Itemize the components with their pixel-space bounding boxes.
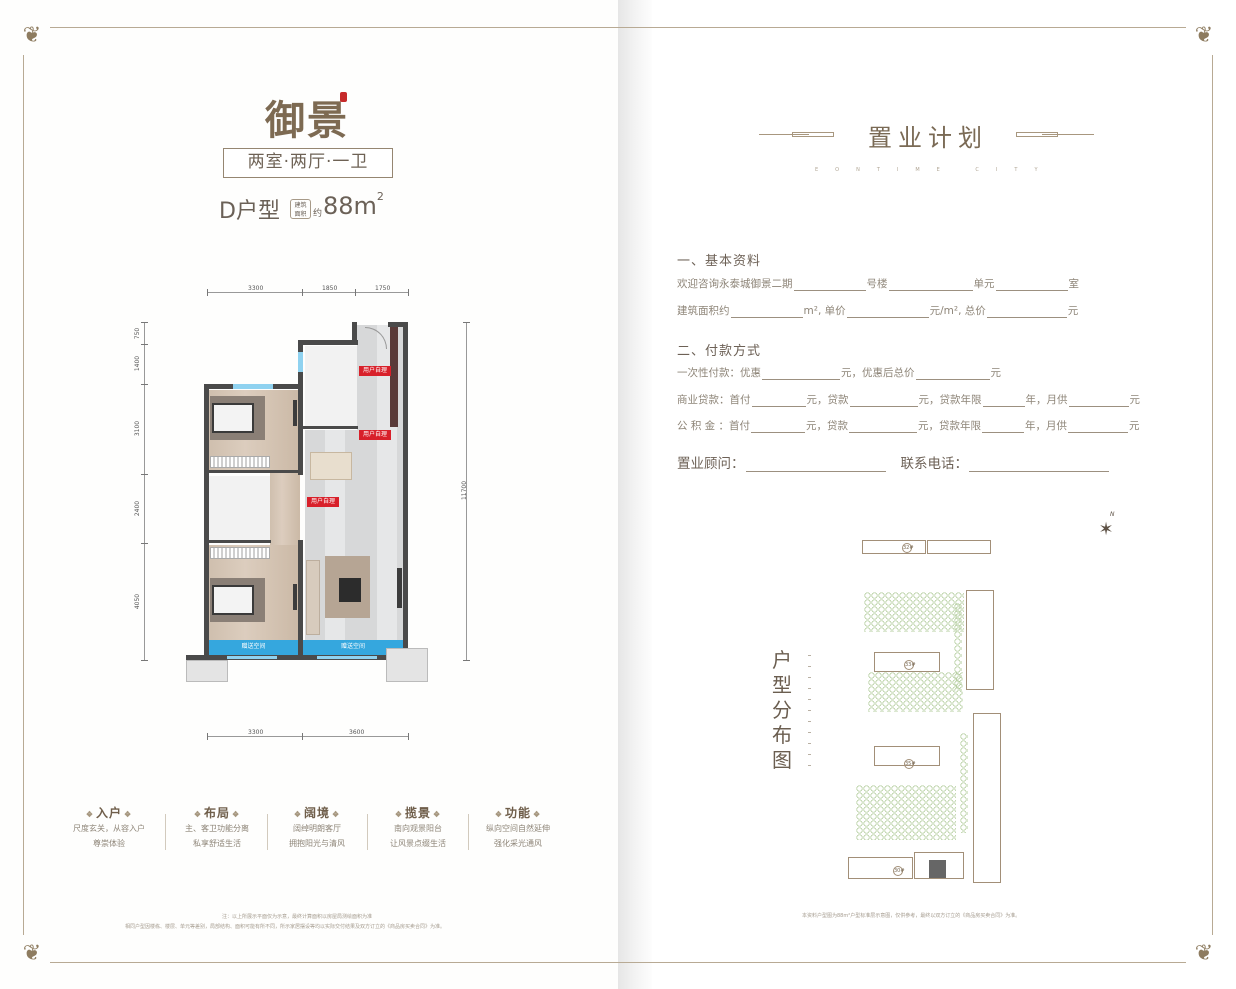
coffee-table-icon <box>339 578 361 602</box>
kitchen <box>305 346 357 426</box>
book-spine <box>618 0 652 989</box>
ornament-corner-icon: ❦ <box>1194 941 1214 966</box>
distribution-map-label: 户型分布图 <box>772 648 792 772</box>
building <box>927 540 991 554</box>
room-field[interactable] <box>995 280 1068 291</box>
left-page: ❦ ❦ 御景 两室·两厅·一卫 D户型 建筑 面积 约 88m2 3300 18… <box>22 23 618 966</box>
frame-top-right <box>618 27 1186 28</box>
seal-icon <box>340 92 347 102</box>
dim-top-2: 1850 <box>322 285 338 292</box>
dining-area <box>305 430 357 545</box>
plan-title: 置业计划 <box>868 124 988 152</box>
ornament-corner-icon: ❦ <box>22 941 42 966</box>
highlighted-unit <box>929 860 946 878</box>
building-number-field[interactable] <box>793 280 866 291</box>
frame-top-left <box>50 27 618 28</box>
footnote-line-2: 相同户型因楼栋、楼层、单元等差别，局部结构、面积可能有所不同，所示家居摆设等均以… <box>125 924 446 930</box>
commercial-term-field[interactable] <box>982 396 1025 407</box>
sofa-icon <box>306 560 320 635</box>
phone-field[interactable] <box>969 458 1109 472</box>
frame-bottom-left <box>50 962 618 963</box>
unit-price-field[interactable] <box>846 307 929 318</box>
commercial-loan-field[interactable] <box>849 396 918 407</box>
unit-field[interactable] <box>888 280 973 291</box>
tv-icon <box>397 568 402 608</box>
self-managed-tag: 用户自理 <box>307 497 340 507</box>
area-tag: 建筑 面积 <box>290 199 311 219</box>
feature-view: ❖揽景❖ 南向观景阳台 让风景点缀生活 <box>390 806 446 848</box>
feature-entry: ❖入户❖ 尺度玄关，从容入户 尊崇体验 <box>73 806 145 848</box>
ac-unit <box>186 660 228 682</box>
dim-top-1: 3300 <box>248 285 264 292</box>
form-row-lump-sum: 一次性付款：优惠 元，优惠后总价 元 <box>677 367 1001 380</box>
dim-top-3: 1750 <box>375 285 391 292</box>
brand-logo: 御景 <box>265 97 349 144</box>
fund-term-field[interactable] <box>982 422 1025 433</box>
self-managed-tag: 用户自理 <box>359 366 392 376</box>
bathroom <box>209 476 271 540</box>
building-highlighted <box>914 852 964 879</box>
building <box>966 590 994 690</box>
area-field[interactable] <box>730 307 803 318</box>
fund-loan-field[interactable] <box>849 422 918 433</box>
frame-right <box>1212 55 1213 935</box>
bed-icon <box>212 403 254 433</box>
form-row-price: 建筑面积约 m², 单价 元/m², 总价 元 <box>677 305 1079 318</box>
feature-layout: ❖布局❖ 主、客卫功能分离 私享舒适生活 <box>185 806 249 848</box>
ornament-corner-icon: ❦ <box>1194 23 1214 48</box>
feature-spacious: ❖阔境❖ 阔绰明朗客厅 拥抱阳光与清风 <box>289 806 345 848</box>
consultant-field[interactable] <box>745 458 886 472</box>
section-payment-title: 二、付款方式 <box>677 344 762 359</box>
form-row-unit: 欢迎咨询永泰城御景二期 号楼 单元 室 <box>677 278 1079 291</box>
self-managed-tag: 用户自理 <box>359 430 392 440</box>
frame-bottom-right <box>618 962 1186 963</box>
form-row-contact: 置业顾问： 联系电话： <box>677 452 1110 472</box>
bonus-space-balcony: 赠送空间 <box>303 640 403 655</box>
unit-type: D户型 <box>219 199 280 224</box>
commercial-monthly-field[interactable] <box>1068 396 1129 407</box>
fund-monthly-field[interactable] <box>1068 422 1129 433</box>
form-row-commercial-loan: 商业贷款：首付 元，贷款 元，贷款年限 年，月供 元 <box>677 394 1140 407</box>
tv-icon <box>293 400 297 426</box>
bed-icon <box>212 585 254 615</box>
total-price-field[interactable] <box>986 307 1067 318</box>
fund-down-payment-field[interactable] <box>751 422 806 433</box>
bonus-space-balcony: 赠送空间 <box>209 640 298 655</box>
subtitle: EONTIME CITY <box>815 167 1055 173</box>
ornament-corner-icon: ❦ <box>22 23 42 48</box>
frame-left <box>23 55 24 935</box>
compass-icon: ✶ <box>1098 519 1114 540</box>
hallway <box>270 470 300 545</box>
discounted-total-field[interactable] <box>915 369 990 380</box>
rooms-badge: 两室·两厅·一卫 <box>223 148 393 178</box>
kitchen-counter-dark <box>390 327 398 427</box>
discount-field[interactable] <box>762 369 840 380</box>
wardrobe-icon <box>210 547 270 559</box>
building <box>973 713 1001 883</box>
footnote-line-1: 注：以上所展示平面仅为示意，最终计算面积以房屋局测绘面积为准 <box>222 914 373 920</box>
tv-icon <box>293 584 297 610</box>
feature-function: ❖功能❖ 纵向空间自然延伸 强化采光通风 <box>486 806 550 848</box>
form-row-provident-fund: 公 积 金 ：首付 元，贷款 元，贷款年限 年，月供 元 <box>677 420 1140 433</box>
ac-unit <box>386 648 428 682</box>
right-footnote: 本资料户型图为88m²户型标准层示意图，仅供参考，最终以双方订立的《商品房买卖合… <box>802 913 1021 919</box>
section-basic-info-title: 一、基本资料 <box>677 254 762 269</box>
dining-table-icon <box>310 452 352 480</box>
wardrobe-icon <box>210 456 270 468</box>
area-value: 88m2 <box>323 190 384 220</box>
commercial-down-payment-field[interactable] <box>751 396 806 407</box>
rooms-text: 两室·两厅·一卫 <box>247 152 369 172</box>
area-approx: 约 <box>313 209 323 219</box>
building <box>862 540 926 554</box>
